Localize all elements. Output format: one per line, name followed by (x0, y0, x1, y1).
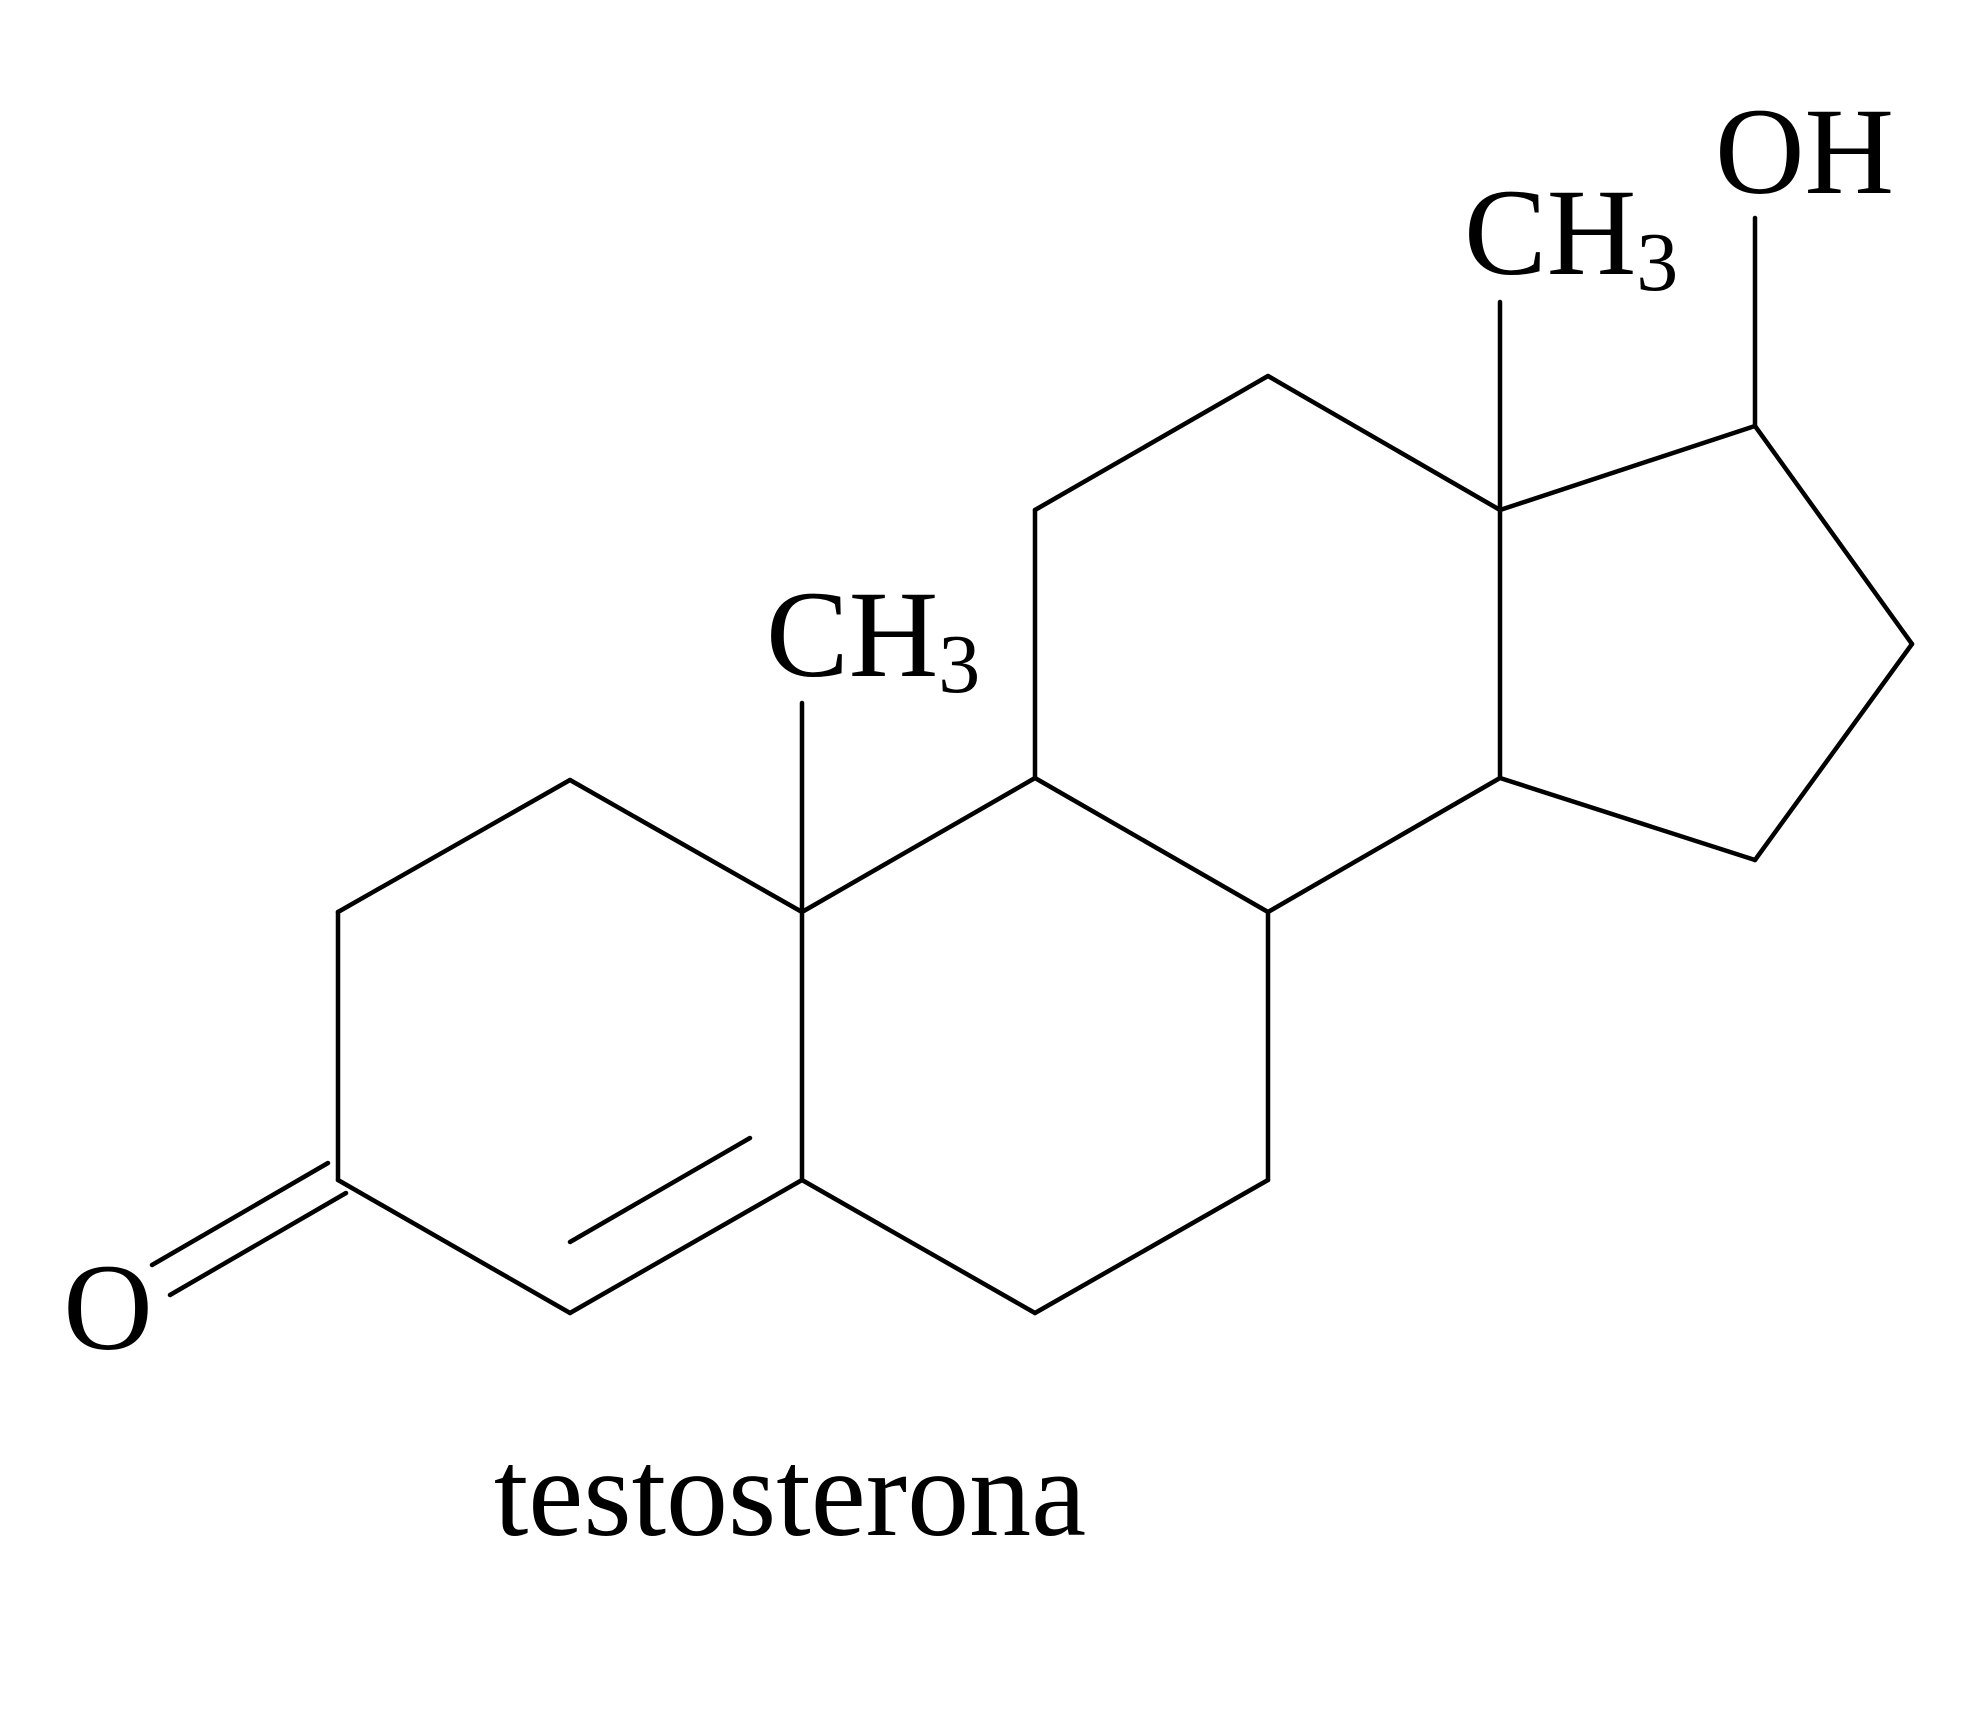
methyl-c13-label: CH3 (1464, 164, 1678, 309)
ring-c (1032, 373, 1503, 915)
bond-c5-c4 (567, 1177, 805, 1316)
bond-c12-c13 (1265, 373, 1503, 513)
bond-c3-o-line-1 (149, 1160, 331, 1268)
substituent-bonds (799, 215, 1758, 915)
bond-c16-c15 (1752, 641, 1915, 863)
ring-a (335, 777, 805, 1316)
bond-c13-c17 (1497, 423, 1758, 513)
methyl-c13-main: CH (1464, 164, 1636, 301)
bond-c4-c5-double-inner (567, 1135, 753, 1245)
bond-c15-c14 (1497, 775, 1758, 863)
bond-c14-c8 (1265, 775, 1503, 915)
hydroxyl-label: OH (1715, 83, 1894, 220)
bond-c10-c9 (799, 775, 1038, 915)
bond-c9-c8 (1032, 775, 1271, 915)
compound-name-caption: testosterona (494, 1425, 1086, 1562)
methyl-c10-label: CH3 (766, 566, 980, 711)
methyl-c10-subscript: 3 (938, 618, 980, 711)
bond-c1-c10 (567, 777, 805, 915)
ketone-oxygen-label: O (63, 1239, 153, 1376)
ring-d (1497, 423, 1915, 863)
bond-c4-c3 (335, 1177, 573, 1316)
bond-c11-c12 (1032, 373, 1271, 513)
methyl-c13-subscript: 3 (1636, 216, 1678, 309)
bond-c3-o-line-2 (167, 1190, 349, 1298)
bond-c17-c16 (1752, 423, 1915, 647)
bond-c2-c1 (335, 777, 573, 915)
bond-c6-c5 (799, 1177, 1038, 1316)
ring-b (799, 775, 1271, 1316)
methyl-c10-main: CH (766, 566, 938, 703)
carbonyl-double-bond (149, 1160, 349, 1298)
bond-c7-c6 (1032, 1177, 1271, 1316)
